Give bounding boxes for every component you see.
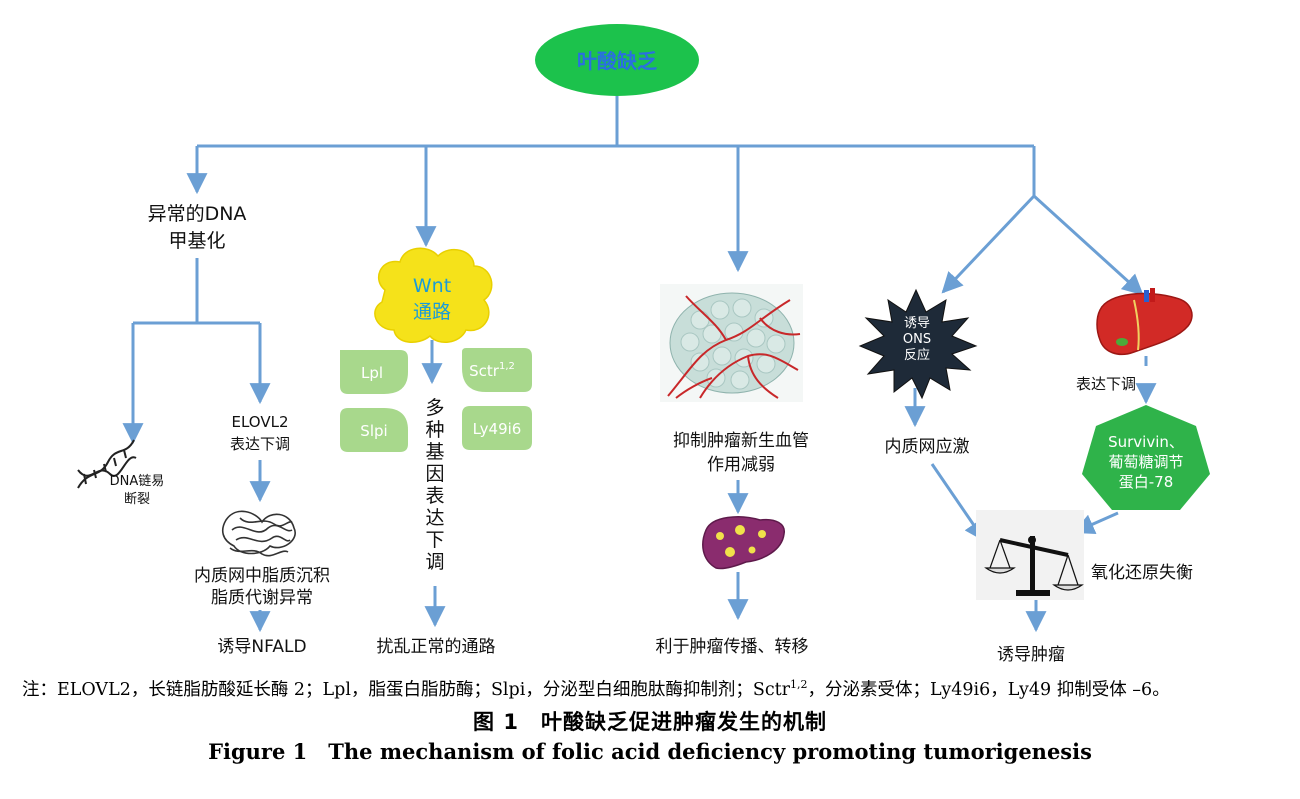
dna-break-label-1: DNA链易 [110,474,165,489]
leaf-slpi [340,408,408,452]
multi-gene-char: 多 [425,397,444,419]
angiogenesis-label-2: 作用减弱 [707,455,775,475]
tumor-liver-icon [702,516,785,570]
dna-methylation-title-1: 异常的DNA [148,203,247,225]
spread-label: 利于肿瘤传播、转移 [656,637,809,657]
figure-note: 注：ELOVL2，长链脂肪酸延长酶 2；Lpl，脂蛋白脂肪酶；Slpi，分泌型白… [22,676,1170,701]
gene-lpl: Lpl [361,364,383,382]
multi-gene-char: 基 [425,441,444,463]
figure-note-tail: ，分泌素受体；Ly49i6，Ly49 抑制受体 –6。 [807,680,1170,700]
root-label: 叶酸缺乏 [577,49,657,73]
disrupt-label: 扰乱正常的通路 [377,637,496,657]
survivin-label-1: Survivin、 [1108,433,1184,451]
tumor-vessel-image [660,284,803,402]
liver-icon [1096,288,1193,356]
leaf-lpl [340,350,408,394]
wnt-cloud-shape [374,247,493,343]
leaf-ly49i6 [462,406,532,450]
multi-gene-char: 因 [425,463,444,485]
figure-note-sup: 1,2 [790,678,808,692]
figure-caption-en: Figure 1 The mechanism of folic acid def… [208,739,1092,764]
down-regulation-label: 表达下调 [1076,375,1136,393]
dna-break-label-2: 断裂 [124,492,150,507]
elovl2-label-2: 表达下调 [230,435,290,453]
multi-gene-char: 下 [425,529,444,551]
lipid-tangle-icon [221,510,296,557]
elovl2-label-1: ELOVL2 [231,413,288,431]
nafld-label: 诱导NFALD [217,637,306,657]
gene-slpi: Slpi [360,422,387,440]
ons-starburst-node: 诱导 ONS 反应 [858,288,978,400]
dna-helix-icon [77,439,137,489]
multi-gene-char: 调 [425,551,444,573]
gene-ly49i6: Ly49i6 [473,420,522,438]
root-node: 叶酸缺乏 [535,24,699,96]
ons-label-2: ONS [903,332,931,347]
multi-gene-char: 表 [425,485,444,507]
ons-starburst-shape [858,288,978,400]
root-ellipse [535,24,699,96]
wnt-pathway-node: Wnt 通路 [374,247,493,343]
redox-label: 氧化还原失衡 [1091,563,1193,583]
lipid-label-1: 内质网中脂质沉积 [194,566,330,586]
gene-sctr: Sctr1,2 [469,361,515,380]
induce-tumor-label: 诱导肿瘤 [997,645,1065,665]
survivin-heptagon [1082,405,1210,510]
er-stress-label: 内质网应激 [885,437,970,457]
angiogenesis-label-1: 抑制肿瘤新生血管 [673,431,809,451]
multi-gene-vertical-label: 多 种 基 因 表 达 下 调 [425,397,444,573]
mechanism-diagram: 叶酸缺乏 异常的DNA 甲基化 DNA链易 断裂 ELOVL2 表达下调 内质网… [77,24,1210,665]
ons-label-1: 诱导 [904,316,930,331]
gene-leaves: Lpl Sctr1,2 Slpi Ly49i6 [340,348,532,452]
survivin-label-3: 蛋白-78 [1119,473,1174,491]
figure-caption-cn: 图 1 叶酸缺乏促进肿瘤发生的机制 [473,710,827,734]
survivin-node: Survivin、 葡萄糖调节 蛋白-78 [1082,405,1210,510]
dna-methylation-title-2: 甲基化 [168,230,225,252]
ons-label-3: 反应 [904,347,930,363]
wnt-label-1: Wnt [413,275,451,297]
survivin-label-2: 葡萄糖调节 [1108,453,1183,471]
figure-note-text: 注：ELOVL2，长链脂肪酸延长酶 2；Lpl，脂蛋白脂肪酶；Slpi，分泌型白… [22,680,791,700]
multi-gene-char: 达 [425,507,444,529]
wnt-label-2: 通路 [413,301,451,323]
multi-gene-char: 种 [425,419,444,441]
leaf-sctr [462,348,532,392]
lipid-label-2: 脂质代谢异常 [211,588,313,608]
balance-scale-icon [976,510,1084,600]
